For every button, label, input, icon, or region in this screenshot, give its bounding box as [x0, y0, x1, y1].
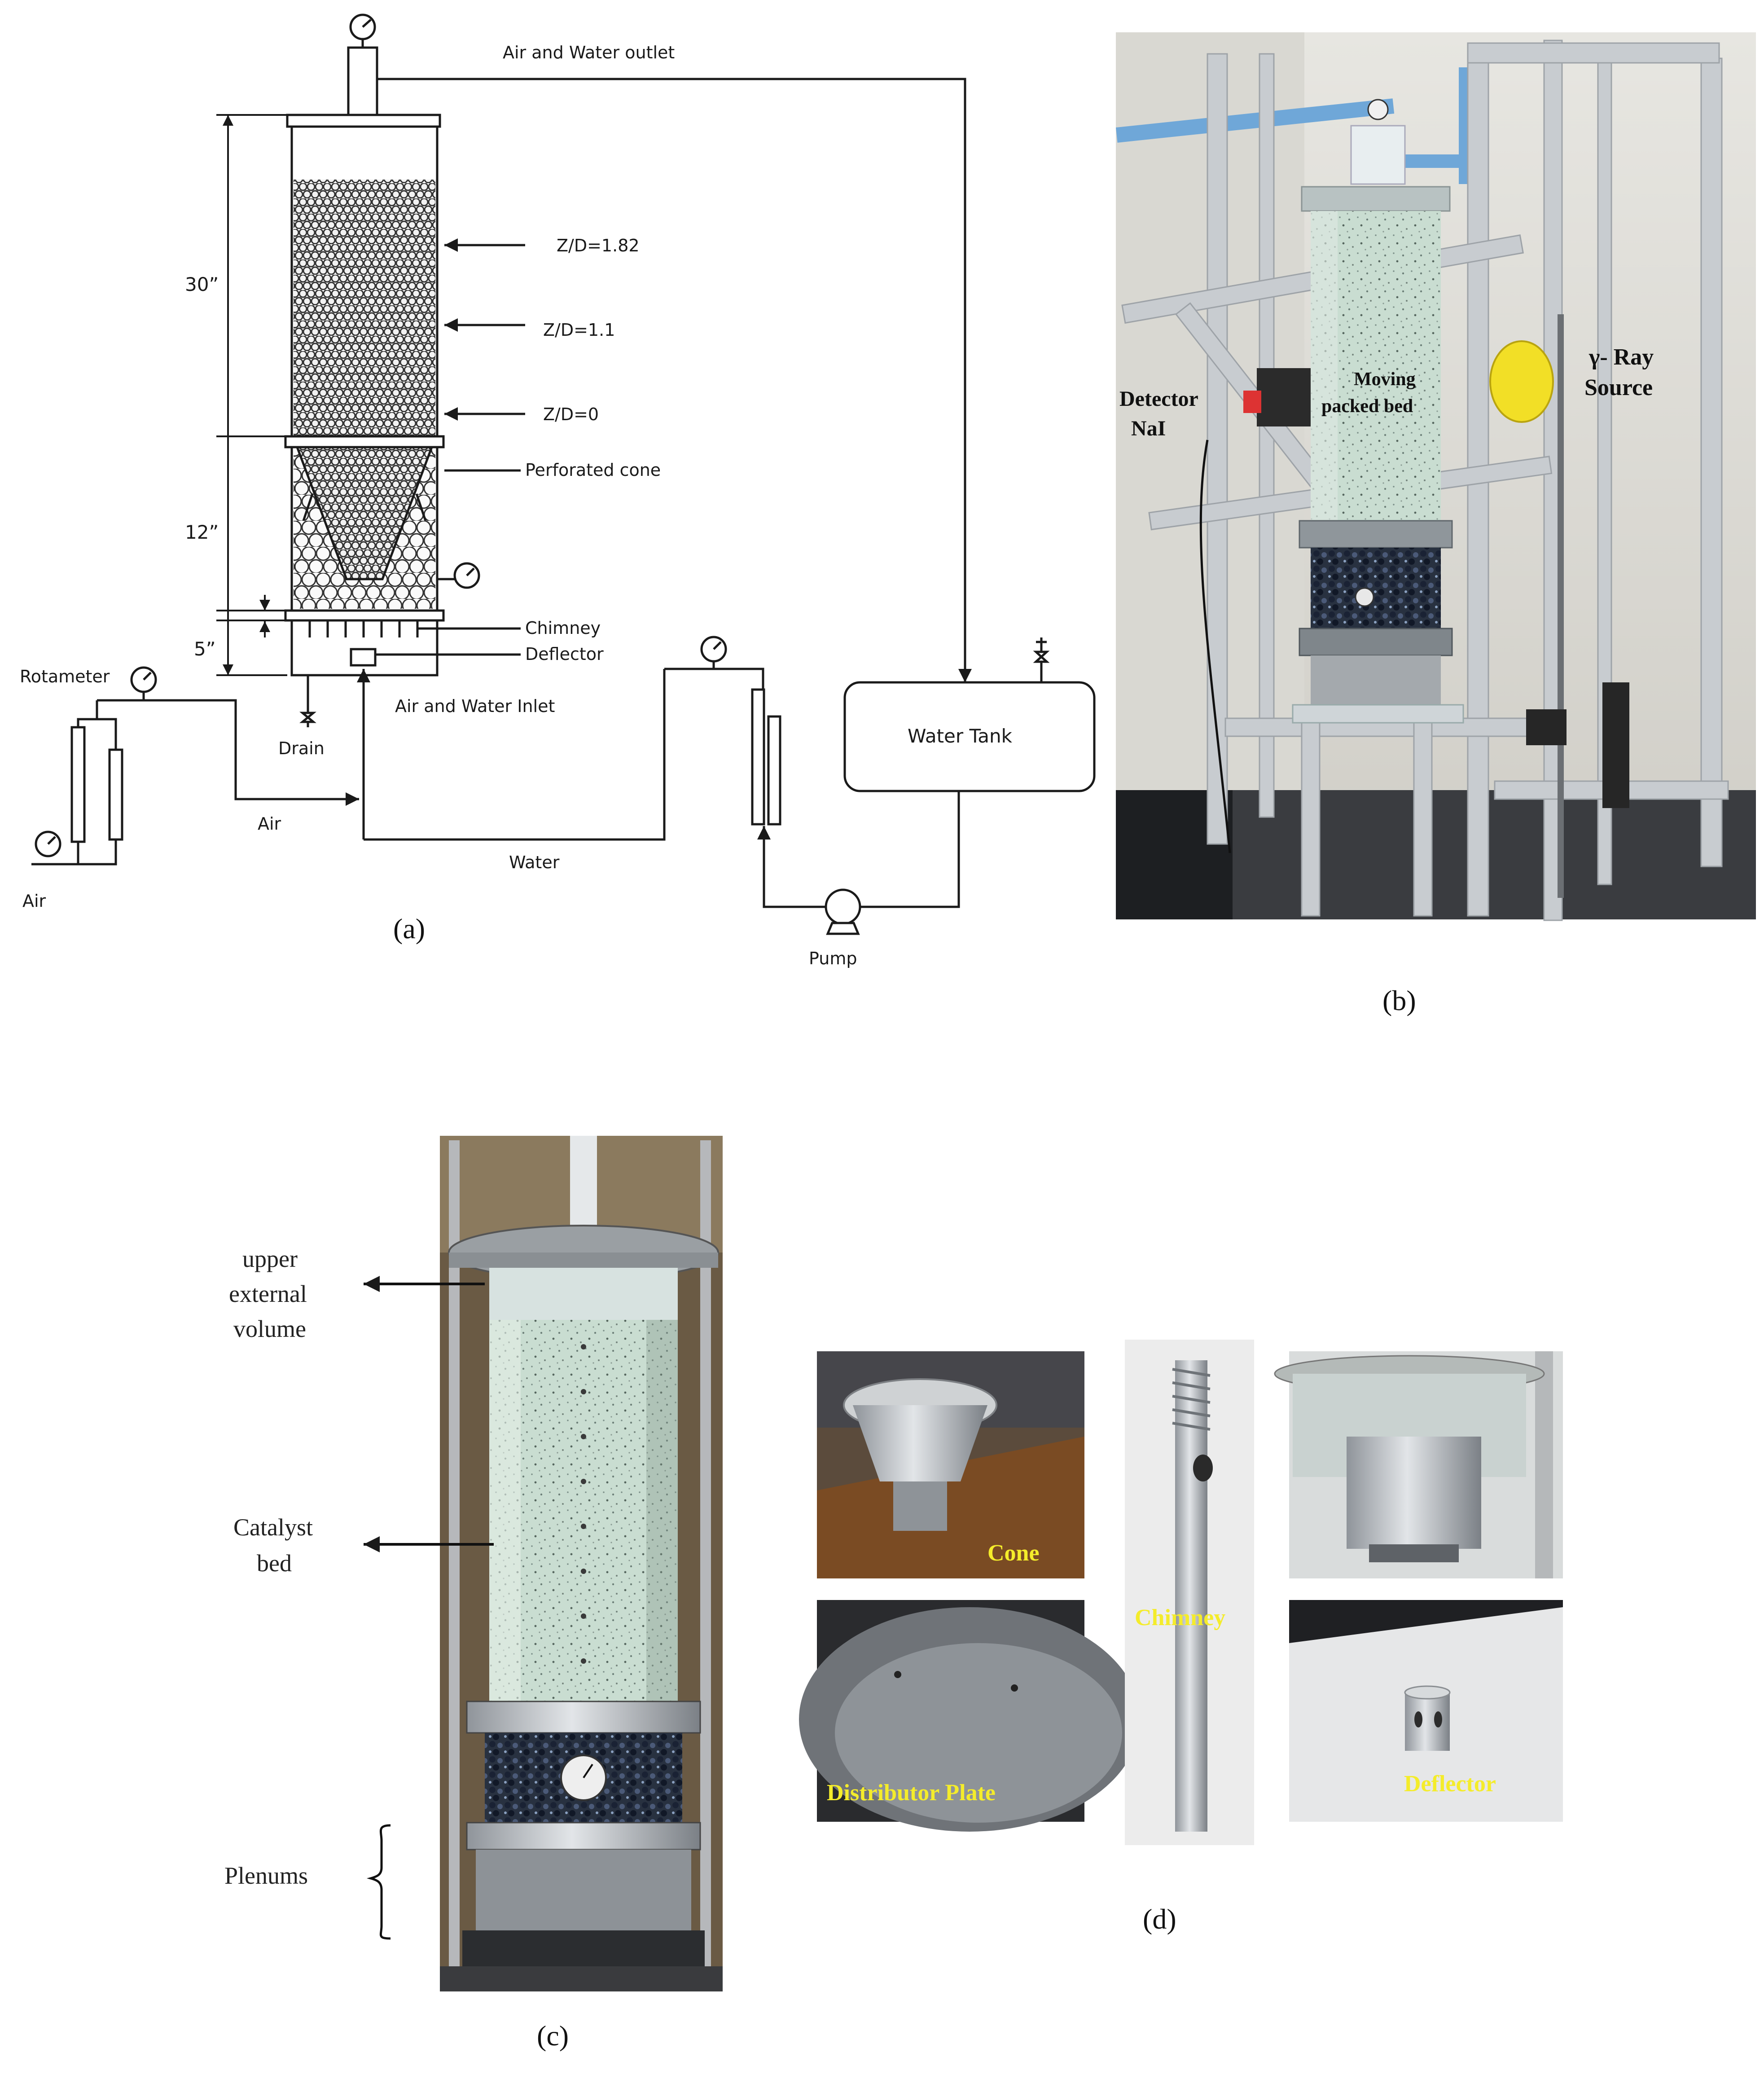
chimney-label: Chimney: [525, 618, 601, 638]
rotameter-gauge-icon: [130, 666, 157, 700]
column-top-cap: [286, 114, 441, 128]
pump-icon: [825, 888, 861, 935]
panel-c-photo: [440, 1136, 723, 1991]
middle-flange: [284, 435, 445, 448]
panel-c-annotations: upper external volume Catalyst bed Plenu…: [224, 1245, 494, 1940]
air-rotameter-icon: [70, 699, 146, 866]
upper-volume-label-3: volume: [233, 1315, 306, 1342]
pump-label: Pump: [809, 949, 857, 968]
gamma-source-label-2: Source: [1584, 375, 1653, 400]
deflector-photo-label: Deflector: [1404, 1771, 1496, 1797]
chimneys: [308, 620, 419, 637]
water-line-label: Water: [509, 853, 560, 872]
zd-182-label: Z/D=1.82: [557, 236, 640, 255]
inlet-label: Air and Water Inlet: [395, 696, 555, 716]
perforated-cone-label: Perforated cone: [525, 460, 661, 480]
rotameter-label: Rotameter: [20, 667, 110, 686]
moving-bed-label-2: packed bed: [1321, 396, 1413, 417]
panel-d-assembly-photo: [1274, 1351, 1563, 1578]
panel-d-chimney-photo: Chimney: [1125, 1340, 1254, 1845]
outlet-label: Air and Water outlet: [503, 43, 675, 62]
dim-30-label: 30”: [185, 273, 219, 295]
gamma-source-label-1: γ- Ray: [1588, 344, 1654, 370]
caption-b: (b): [1382, 985, 1416, 1016]
air-line: [146, 699, 359, 806]
distributor-plate: [284, 609, 445, 622]
dim-5-label: 5”: [194, 638, 215, 660]
outlet-line: [377, 78, 972, 682]
plenums-brace: [366, 1824, 391, 1940]
panel-b-photo: Detector NaI Moving packed bed γ- Ray So…: [1116, 32, 1756, 921]
bed-pressure-gauge-icon: [437, 562, 480, 589]
deflector-box: [350, 648, 377, 667]
tank-to-pump: [860, 791, 960, 908]
perforated-cone-shape: [295, 446, 434, 580]
caption-a: (a): [393, 913, 425, 945]
tank-vent-valve-icon: [1033, 637, 1050, 682]
zd-0-label: Z/D=0: [543, 404, 599, 424]
detector-label-2: NaI: [1131, 417, 1166, 440]
detector-label-1: Detector: [1119, 387, 1198, 411]
air-source-label: Air: [22, 891, 46, 911]
deflector-label: Deflector: [525, 644, 604, 664]
packed-bed-upper: [294, 180, 435, 435]
catalyst-bed-label-2: bed: [257, 1550, 292, 1577]
upper-volume-label-1: upper: [242, 1245, 298, 1272]
water-tank-label: Water Tank: [908, 725, 1013, 747]
distributor-plate-label: Distributor Plate: [827, 1780, 996, 1806]
cone-label: Cone: [987, 1540, 1040, 1566]
zd-11-label: Z/D=1.1: [543, 320, 615, 340]
catalyst-bed-label-1: Catalyst: [233, 1514, 313, 1541]
pump-to-rotameter: [757, 826, 826, 908]
air-line-label: Air: [258, 814, 281, 834]
water-rotameter-icon: [709, 668, 781, 826]
water-gauge-icon: [700, 636, 727, 669]
drain-valve-icon: [299, 712, 316, 723]
panel-a-schematic: [31, 13, 1096, 935]
panel-d-cone-photo: Cone: [817, 1351, 1084, 1578]
upper-volume-label-2: external: [229, 1280, 307, 1307]
panel-d-distributor-photo: Distributor Plate: [799, 1600, 1140, 1832]
chimney-photo-label: Chimney: [1135, 1605, 1225, 1631]
air-source-gauge-icon: [35, 831, 61, 857]
top-outlet-nozzle: [347, 46, 378, 116]
panel-a-labels: Air and Water outlet Z/D=1.82 Z/D=1.1 Z/…: [20, 43, 1013, 968]
drain-label: Drain: [278, 738, 325, 758]
water-tank: [843, 681, 1096, 792]
plenums-label: Plenums: [224, 1862, 308, 1889]
caption-d: (d): [1143, 1903, 1176, 1935]
water-line: [364, 669, 666, 841]
moving-bed-label-1: Moving: [1354, 369, 1416, 390]
dimension-lines: [216, 114, 287, 676]
outlet-pressure-gauge-icon: [349, 13, 376, 48]
caption-c: (c): [537, 2020, 569, 2052]
panel-d-deflector-photo: Deflector: [1289, 1600, 1563, 1822]
dim-12-label: 12”: [185, 521, 219, 543]
